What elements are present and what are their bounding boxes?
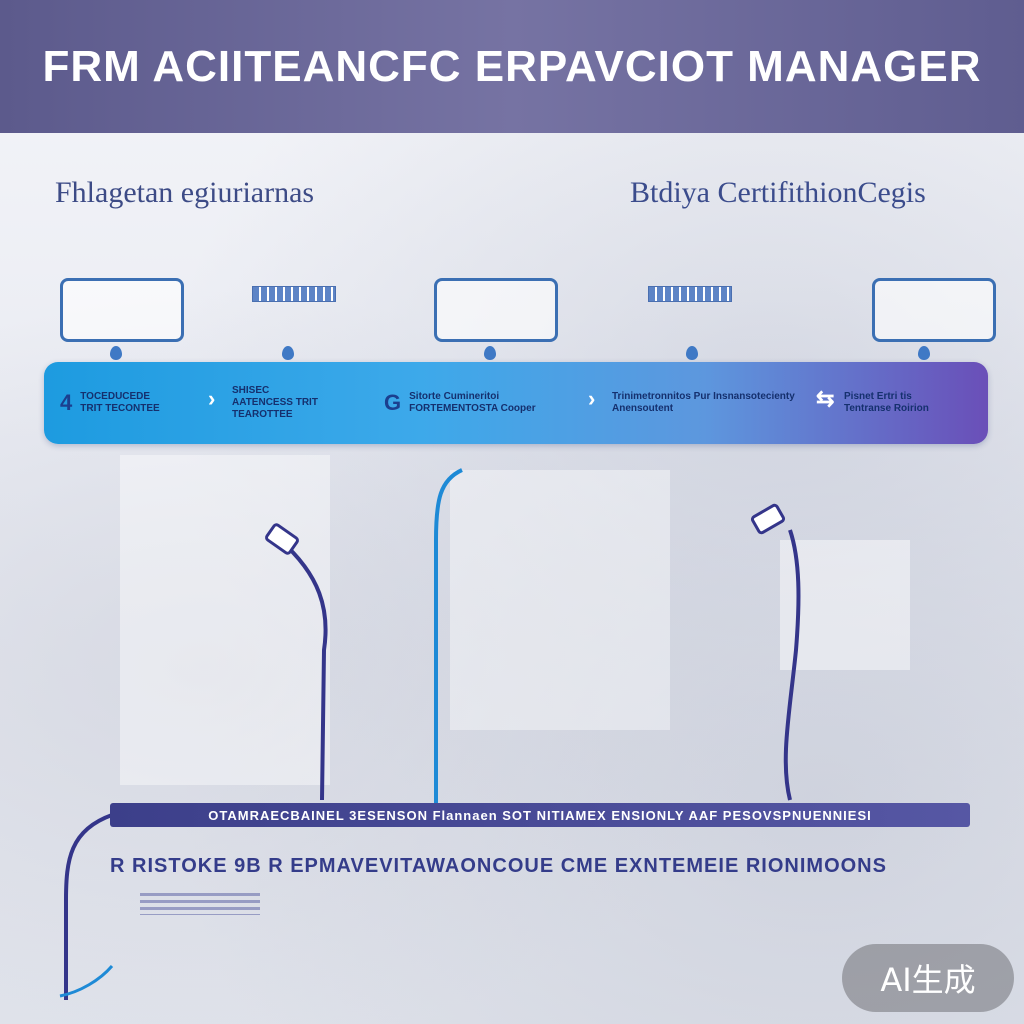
- drop-icon: [282, 346, 294, 360]
- drop-icon: [918, 346, 930, 360]
- drop-icon: [110, 346, 122, 360]
- page-title: FRM ACIITEANCFC ERPAVCIOT MANAGER: [42, 41, 982, 91]
- step-label: Sitorte Cumineritoi FORTEMENTOSTA Cooper: [409, 391, 536, 414]
- connector-line-center: [434, 468, 463, 805]
- step-1: 4 TOCEDUCEDE TRIT TECONTEE: [60, 388, 172, 418]
- step-label: SHISEC AATENCESS TRIT TEAROTTEE: [232, 385, 318, 420]
- background-panel-right: [780, 540, 910, 670]
- step-label: TOCEDUCEDE TRIT TECONTEE: [80, 391, 160, 414]
- document-strip-icon: [252, 286, 336, 302]
- connector-line-right: [783, 529, 801, 801]
- connector-line-tail: [59, 965, 114, 998]
- clock-card-icon: [434, 278, 558, 342]
- swap-arrows-icon: ⇆: [816, 386, 835, 411]
- ai-generated-badge: AI生成: [842, 944, 1014, 1012]
- subtitle-right: Btdiya CertifithionCegis: [630, 176, 926, 209]
- step-label: Pisnet Ertri tis Tentranse Roirion: [844, 391, 929, 414]
- step-label: Trinimetronnitos Pur Insnansotecienty An…: [612, 391, 795, 414]
- clock-card-icon: [872, 278, 996, 342]
- background-panel-center: [450, 470, 670, 730]
- chevron-right-icon: ›: [208, 386, 216, 411]
- step-number: 4: [60, 390, 73, 415]
- bottom-text-lines: [140, 893, 260, 915]
- lower-label-bar: OTAMRAECBAINEL 3ESENSON Flannaen SOT NIT…: [110, 803, 970, 827]
- subtitle-left: Fhlagetan egiuriarnas: [55, 176, 315, 209]
- badge-label: AI生成: [880, 961, 976, 999]
- plug-icon: [750, 503, 786, 535]
- document-strip-icon: [648, 286, 732, 302]
- connector-line-left: [278, 538, 328, 801]
- step-number: G: [384, 390, 402, 415]
- process-step-bar: 4 TOCEDUCEDE TRIT TECONTEE › SHISEC AATE…: [44, 362, 988, 444]
- chevron-right-icon: ›: [588, 386, 596, 411]
- background-panel-left: [120, 455, 330, 785]
- lower-bar-label: OTAMRAECBAINEL 3ESENSON Flannaen SOT NIT…: [208, 807, 872, 823]
- step-4: Trinimetronnitos Pur Insnansotecienty An…: [612, 388, 802, 418]
- bottom-caption: R RISTOKE 9B R EPMAVEVITAWAONCOUE CME EX…: [110, 855, 887, 877]
- header-banner: FRM ACIITEANCFC ERPAVCIOT MANAGER: [0, 0, 1024, 133]
- step-2: SHISEC AATENCESS TRIT TEAROTTEE: [232, 385, 332, 420]
- plug-icon: [265, 523, 299, 555]
- connector-line-bottom-left: [64, 813, 113, 1000]
- step-5: Pisnet Ertri tis Tentranse Roirion: [844, 388, 954, 418]
- icon-row: [0, 268, 1024, 363]
- drop-icon: [686, 346, 698, 360]
- drop-icon: [484, 346, 496, 360]
- monitor-icon: [60, 278, 184, 342]
- step-3: G Sitorte Cumineritoi FORTEMENTOSTA Coop…: [384, 388, 549, 418]
